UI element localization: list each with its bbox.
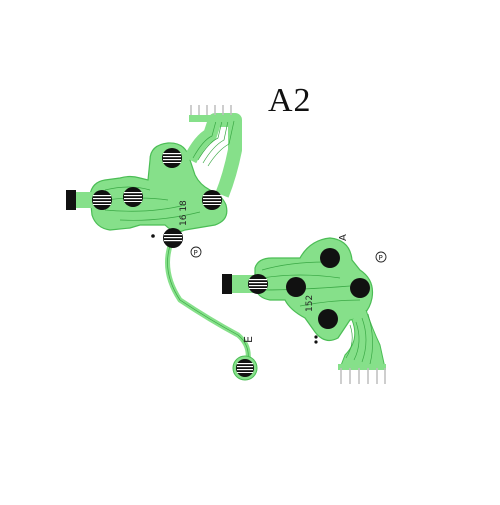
right-contact-mid-right (350, 278, 370, 298)
left-membrane: 16 18 P (66, 105, 258, 381)
left-contact-mid (123, 187, 143, 207)
right-letter-label: A (338, 234, 349, 241)
right-connector-pins (338, 364, 386, 384)
right-membrane-body (254, 237, 374, 342)
left-contact-left (92, 190, 112, 210)
right-contact-bottom (318, 309, 338, 329)
left-dot (151, 234, 155, 238)
right-side-connector (222, 274, 232, 294)
figure-title: A2 (268, 82, 312, 119)
left-contact-top (162, 148, 182, 168)
left-side-connector (66, 190, 76, 210)
right-dot-2 (314, 340, 318, 344)
right-circle-icon: P (375, 251, 387, 263)
right-contact-top (320, 248, 340, 268)
left-membrane-body (89, 142, 228, 233)
right-membrane: A 152 P (222, 234, 387, 384)
right-contact-left (248, 274, 268, 294)
bottom-letter-label: E (242, 336, 255, 343)
left-contact-bottom (163, 228, 183, 248)
left-code-label: 16 18 (179, 200, 189, 226)
right-contact-mid-left (286, 277, 306, 297)
svg-text:P: P (194, 249, 198, 257)
left-contact-right (202, 190, 222, 210)
svg-text:P: P (379, 254, 383, 262)
left-connector-pins (189, 105, 233, 122)
right-dot-1 (314, 335, 318, 339)
left-circle-icon: P (190, 246, 202, 258)
right-code-label: 152 (305, 295, 315, 312)
bottom-contact (232, 355, 258, 381)
